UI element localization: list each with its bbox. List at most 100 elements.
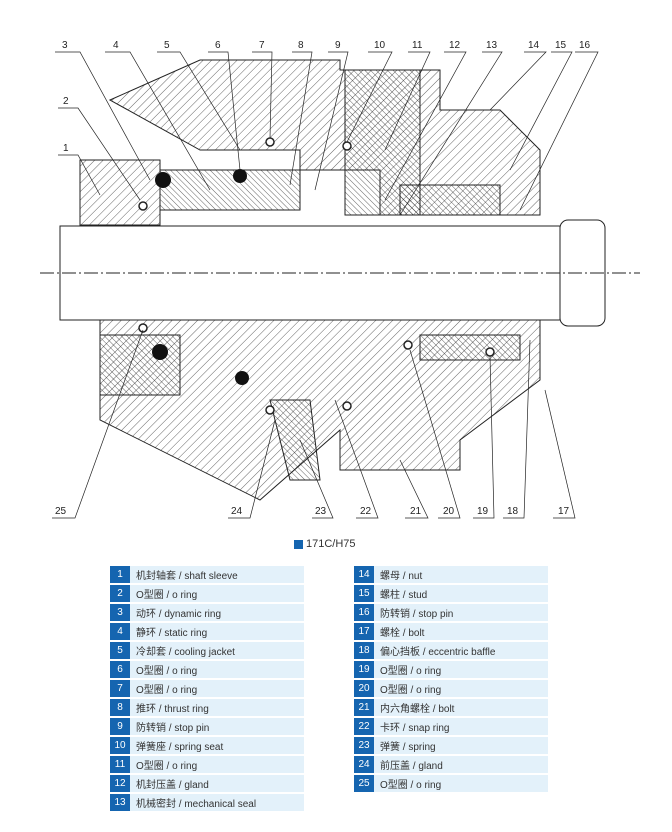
part-number: 17: [354, 623, 374, 640]
part-label: 卡环 / snap ring: [380, 723, 450, 734]
callout-label: 5: [164, 40, 170, 51]
part-row: 10 弹簧座 / spring seat: [110, 737, 304, 754]
callout-label: 21: [410, 506, 422, 517]
part-label: 推环 / thrust ring: [136, 704, 209, 715]
callout-label: 25: [55, 506, 67, 517]
part-label: 弹簧座 / spring seat: [136, 742, 224, 753]
part-number: 5: [110, 642, 130, 659]
callout-label: 7: [259, 40, 265, 51]
callout-label: 8: [298, 40, 304, 51]
callout-label: 10: [374, 40, 386, 51]
part-row: 13 机械密封 / mechanical seal: [110, 794, 304, 811]
callout-label: 3: [62, 40, 68, 51]
part-row: 20 O型圈 / o ring: [354, 680, 548, 697]
cross-section-drawing: 3 4 5 6 7 8 9 10 11 12 13 14 15 16 2 1 2…: [40, 40, 640, 519]
part-label: 动环 / dynamic ring: [136, 609, 222, 620]
part-number: 6: [110, 661, 130, 678]
part-number: 12: [110, 775, 130, 792]
part-number: 19: [354, 661, 374, 678]
part-label: O型圈 / o ring: [136, 685, 198, 696]
part-row: 16 防转销 / stop pin: [354, 604, 548, 621]
part-number: 14: [354, 566, 374, 583]
part-number: 8: [110, 699, 130, 716]
model-caption: 171C/H75: [294, 538, 356, 550]
part-label: O型圈 / o ring: [380, 666, 442, 677]
callout-label: 23: [315, 506, 327, 517]
part-label: O型圈 / o ring: [136, 761, 198, 772]
part-label: 偏心挡板 / eccentric baffle: [380, 647, 496, 658]
part-row: 15 螺柱 / stud: [354, 585, 548, 602]
part-label: 冷却套 / cooling jacket: [136, 647, 235, 658]
callout-label: 14: [528, 40, 540, 51]
callout-label: 15: [555, 40, 567, 51]
part-label: 防转销 / stop pin: [136, 723, 210, 734]
part-row: 11 O型圈 / o ring: [110, 756, 304, 773]
part-label: 机封轴套 / shaft sleeve: [136, 571, 238, 582]
callout-label: 20: [443, 506, 455, 517]
part-row: 21 内六角螺栓 / bolt: [354, 699, 548, 716]
part-number: 2: [110, 585, 130, 602]
part-label: O型圈 / o ring: [380, 685, 442, 696]
part-label: 前压盖 / gland: [380, 761, 443, 772]
part-row: 2 O型圈 / o ring: [110, 585, 304, 602]
callout-label: 4: [113, 40, 119, 51]
part-row: 18 偏心挡板 / eccentric baffle: [354, 642, 548, 659]
part-row: 4 静环 / static ring: [110, 623, 304, 640]
part-label: O型圈 / o ring: [136, 666, 198, 677]
part-row: 22 卡环 / snap ring: [354, 718, 548, 735]
part-number: 11: [110, 756, 130, 773]
part-row: 25 O型圈 / o ring: [354, 775, 548, 792]
callout-label: 17: [558, 506, 570, 517]
part-number: 13: [110, 794, 130, 811]
part-number: 25: [354, 775, 374, 792]
part-number: 10: [110, 737, 130, 754]
callout-label: 13: [486, 40, 498, 51]
callout-label: 16: [579, 40, 591, 51]
part-row: 23 弹簧 / spring: [354, 737, 548, 754]
part-number: 21: [354, 699, 374, 716]
part-label: 防转销 / stop pin: [380, 609, 454, 620]
callout-label: 12: [449, 40, 461, 51]
part-number: 7: [110, 680, 130, 697]
part-label: 螺栓 / bolt: [380, 628, 425, 639]
callout-label: 1: [63, 143, 69, 154]
part-number: 18: [354, 642, 374, 659]
part-label: 机械密封 / mechanical seal: [136, 799, 257, 810]
part-number: 24: [354, 756, 374, 773]
part-number: 22: [354, 718, 374, 735]
callout-label: 2: [63, 96, 69, 107]
part-label: 螺柱 / stud: [380, 590, 428, 601]
part-row: 8 推环 / thrust ring: [110, 699, 304, 716]
part-label: 静环 / static ring: [136, 628, 208, 639]
part-row: 19 O型圈 / o ring: [354, 661, 548, 678]
callout-label: 19: [477, 506, 489, 517]
part-label: O型圈 / o ring: [136, 590, 198, 601]
part-label: 螺母 / nut: [380, 571, 423, 582]
callout-label: 6: [215, 40, 221, 51]
model-square-icon: [294, 539, 303, 549]
part-number: 16: [354, 604, 374, 621]
part-number: 23: [354, 737, 374, 754]
part-number: 20: [354, 680, 374, 697]
part-number: 9: [110, 718, 130, 735]
parts-list-right: 14 螺母 / nut 15 螺柱 / stud 16 防转销 / stop pin 17 螺…: [354, 566, 548, 794]
part-number: 1: [110, 566, 130, 583]
part-number: 3: [110, 604, 130, 621]
part-label: O型圈 / o ring: [380, 780, 442, 791]
part-row: 5 冷却套 / cooling jacket: [110, 642, 304, 659]
part-row: 7 O型圈 / o ring: [110, 680, 304, 697]
part-label: 机封压盖 / gland: [136, 780, 209, 791]
part-label: 弹簧 / spring: [380, 742, 436, 753]
callout-label: 9: [335, 40, 341, 51]
callout-label: 18: [507, 506, 519, 517]
callout-label: 24: [231, 506, 243, 517]
part-row: 17 螺栓 / bolt: [354, 623, 548, 640]
part-number: 4: [110, 623, 130, 640]
part-number: 15: [354, 585, 374, 602]
part-row: 3 动环 / dynamic ring: [110, 604, 304, 621]
part-row: 14 螺母 / nut: [354, 566, 548, 583]
part-label: 内六角螺栓 / bolt: [380, 704, 455, 715]
part-row: 6 O型圈 / o ring: [110, 661, 304, 678]
